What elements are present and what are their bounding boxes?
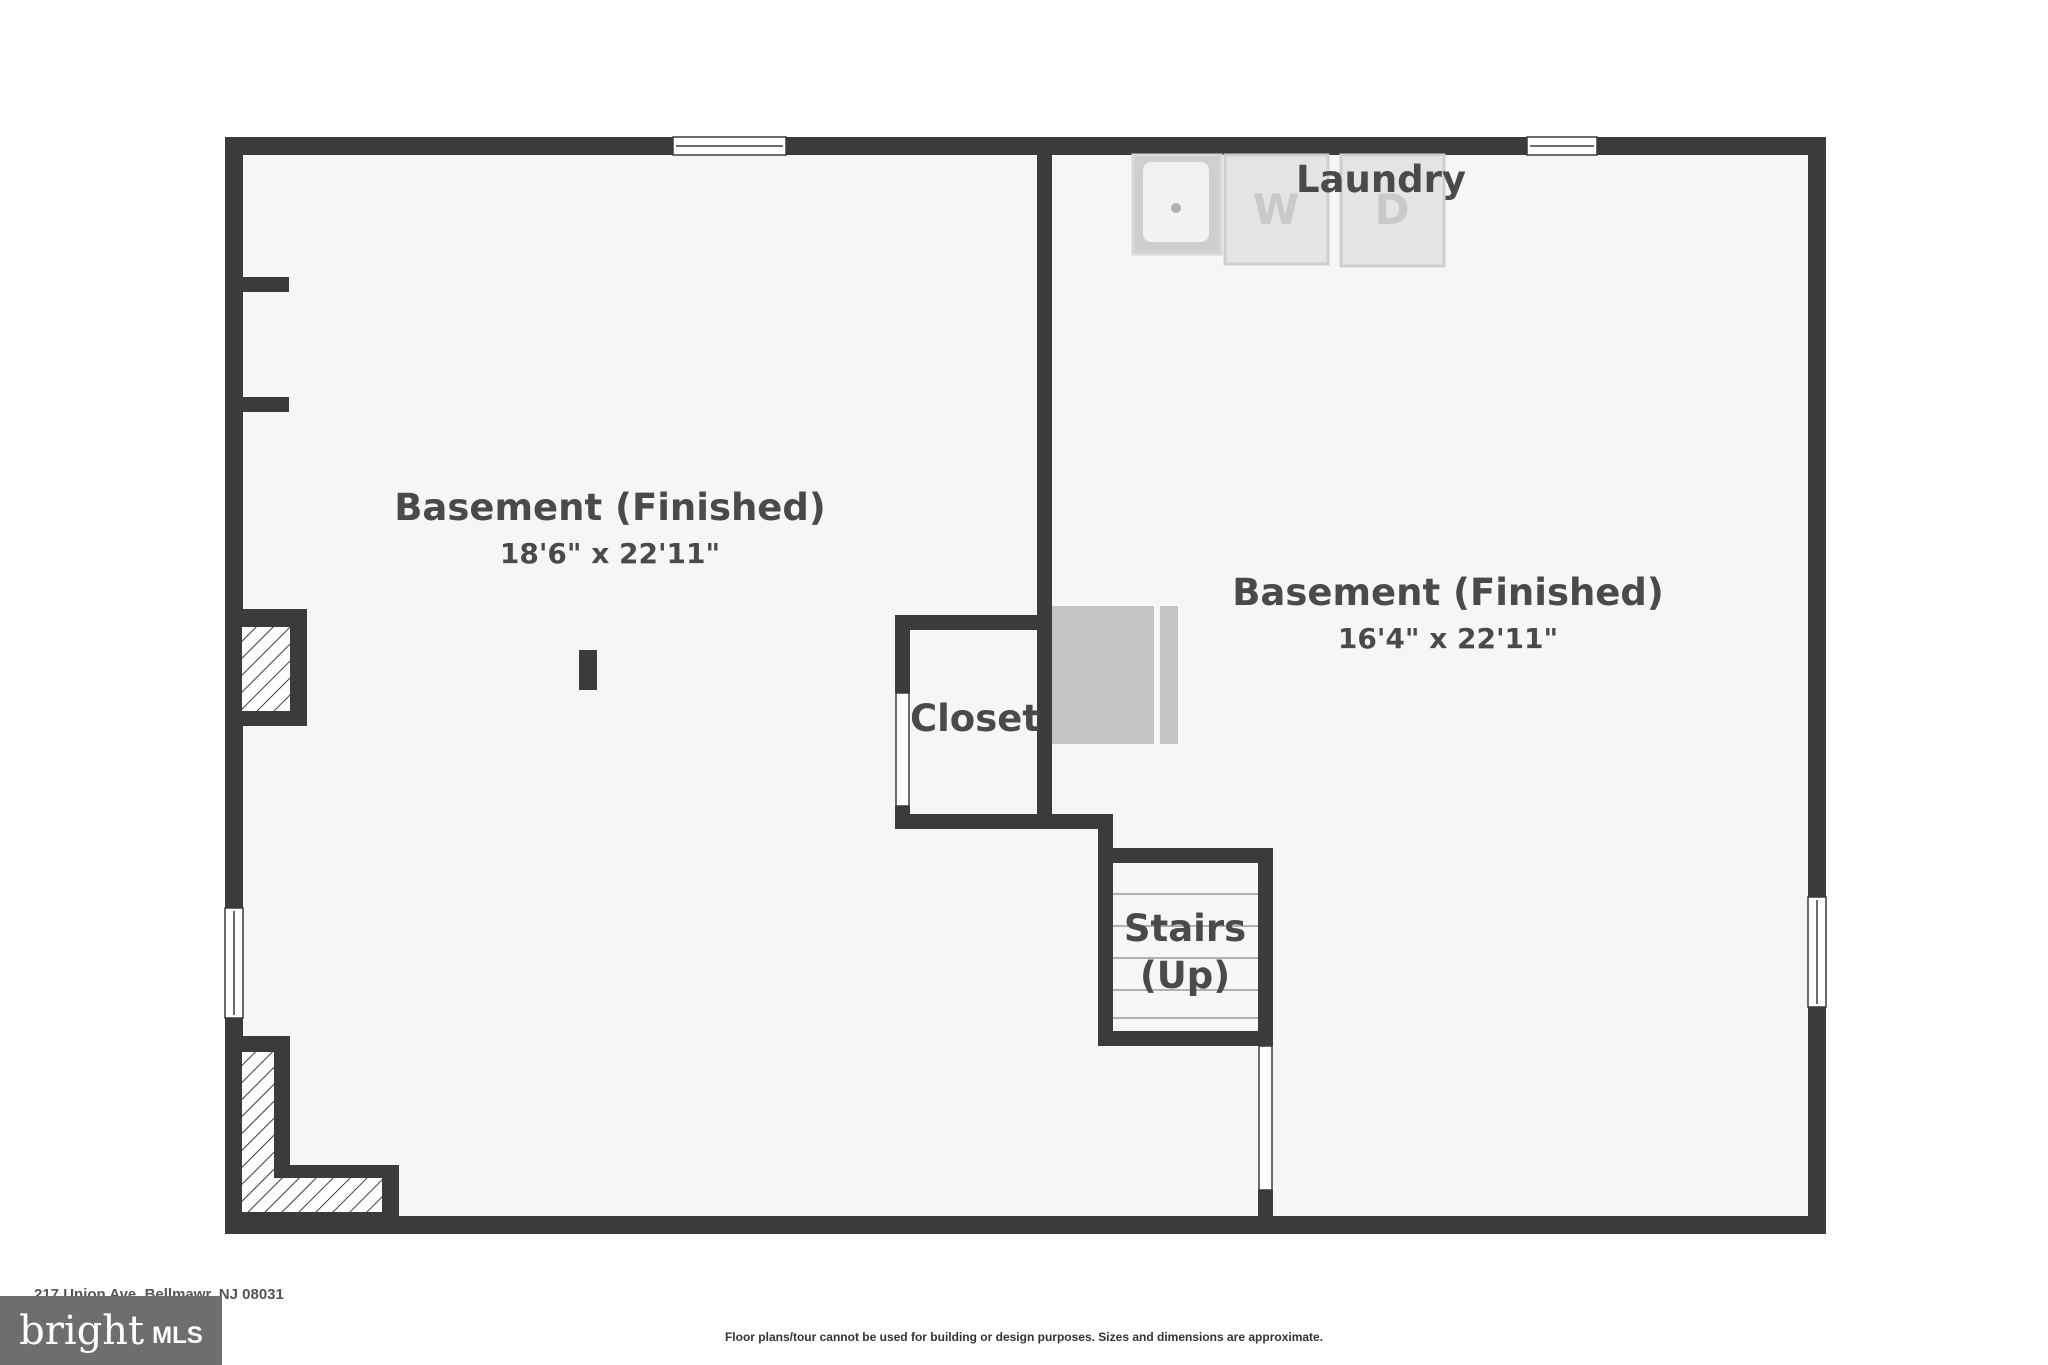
dryer-label: D [1375,185,1410,234]
room-label-basement-right: Basement (Finished) [1232,571,1664,614]
room-label-stairs-up: (Up) [1140,954,1230,997]
floorplan-disclaimer: Floor plans/tour cannot be used for buil… [724,1330,1324,1344]
corner-built-in [232,1036,399,1220]
stair-treads [1113,893,1258,1019]
logo-mls: MLS [152,1321,203,1349]
floor-area [232,146,1819,1224]
chimney-block [232,609,307,726]
room-dims-basement-left: 18'6" x 22'11" [500,537,720,570]
mechanical-unit [1052,606,1178,744]
utility-sink [1131,153,1223,256]
bright-mls-logo: bright MLS [0,1296,222,1365]
interior-walls [232,146,1273,1220]
room-label-closet: Closet [910,697,1040,740]
logo-wordmark: bright [19,1307,145,1354]
door-openings [895,692,1273,1191]
room-label-laundry: Laundry [1296,158,1466,201]
windows [224,136,1827,1019]
washer-label: W [1253,185,1299,234]
room-dims-basement-right: 16'4" x 22'11" [1338,622,1558,655]
closet-door [895,692,910,807]
room-label-basement-left: Basement (Finished) [394,486,826,529]
dryer: D [1339,153,1446,268]
washer: W [1223,153,1330,266]
room-label-stairs: Stairs [1124,907,1246,950]
stair-door [1258,1045,1273,1191]
